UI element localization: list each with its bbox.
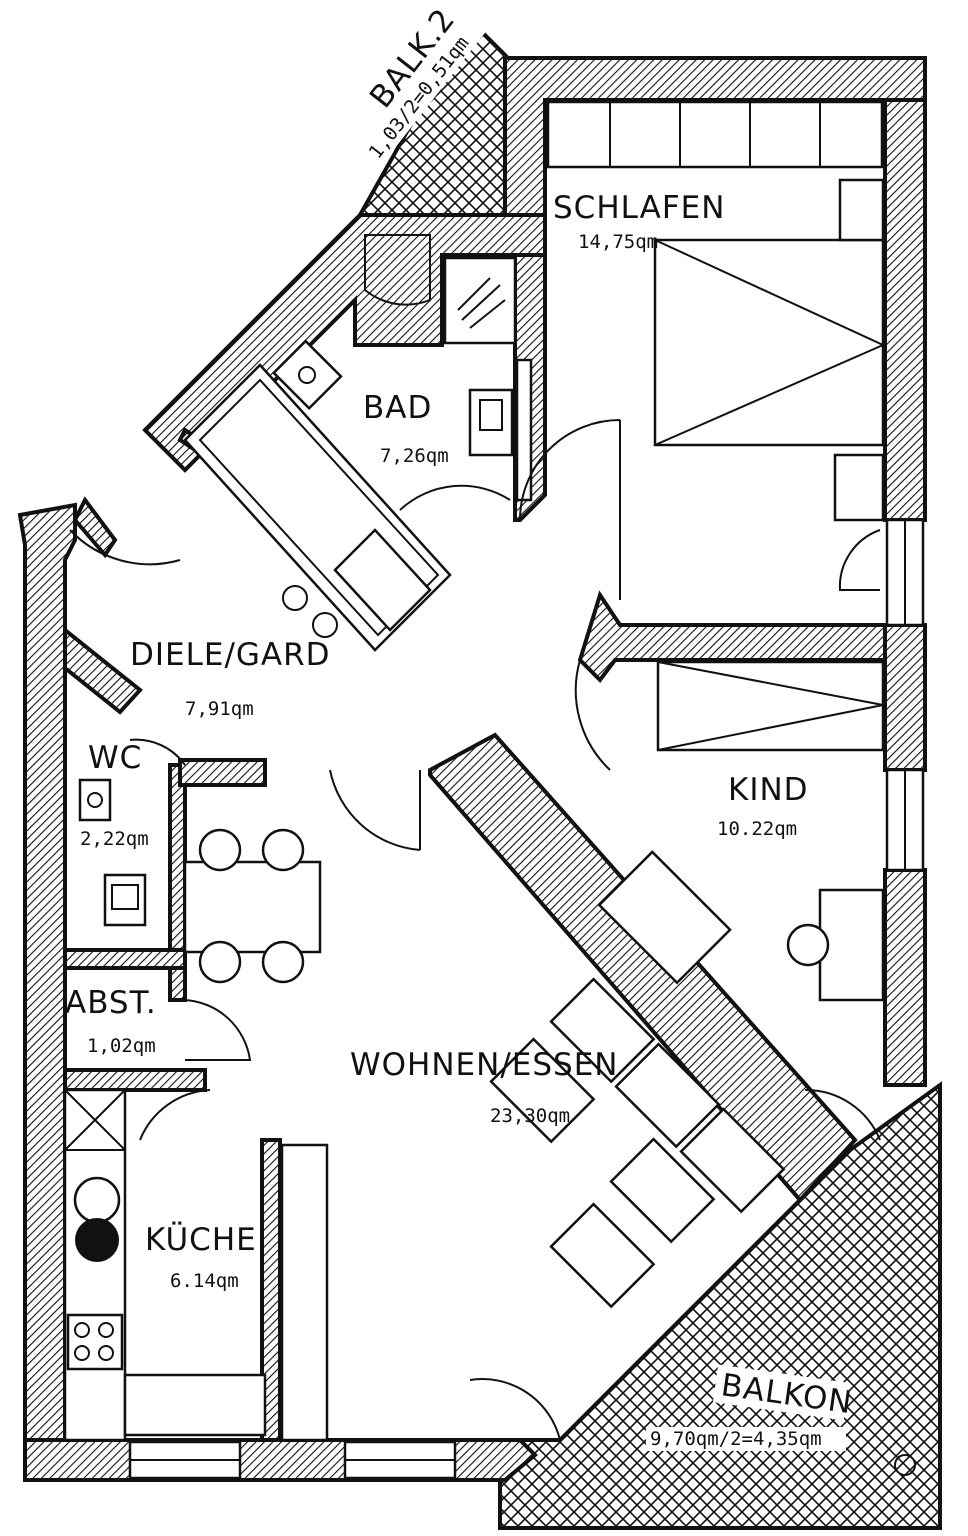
room-area-diele: 7,91qm (185, 698, 254, 720)
living-furniture (183, 828, 786, 1309)
windows (128, 358, 925, 1480)
kitchen-fixtures (63, 1088, 329, 1442)
hall-fixtures (78, 585, 338, 927)
room-area-abst: 1,02qm (87, 1035, 156, 1057)
room-name-abst: ABST. (65, 985, 157, 1021)
room-name-wc: WC (88, 740, 142, 776)
bedroom-furniture (546, 100, 886, 522)
room-area-kind: 10.22qm (717, 818, 797, 840)
room-area-balkon: 9,70qm/2=4,35qm (650, 1428, 822, 1450)
bathroom-fixtures (183, 256, 517, 652)
room-area-wc: 2,22qm (80, 828, 149, 850)
room-name-diele: DIELE/GARD (130, 637, 331, 673)
interior-walls (63, 253, 887, 1442)
room-area-wohnen: 23,30qm (490, 1105, 570, 1127)
drain-symbol (894, 1454, 916, 1476)
room-name-bad: BAD (363, 390, 432, 426)
room-name-kind: KIND (728, 772, 809, 808)
room-name-wohnen: WOHNEN/ESSEN (350, 1047, 619, 1083)
kid-room-furniture (597, 660, 885, 1002)
room-name-kueche: KÜCHE (145, 1221, 257, 1258)
room-name-schlafen: SCHLAFEN (553, 190, 725, 226)
doors (69, 234, 881, 1441)
room-area-bad: 7,26qm (380, 445, 449, 467)
room-area-schlafen: 14,75qm (578, 231, 658, 253)
room-area-kueche: 6.14qm (170, 1270, 239, 1292)
